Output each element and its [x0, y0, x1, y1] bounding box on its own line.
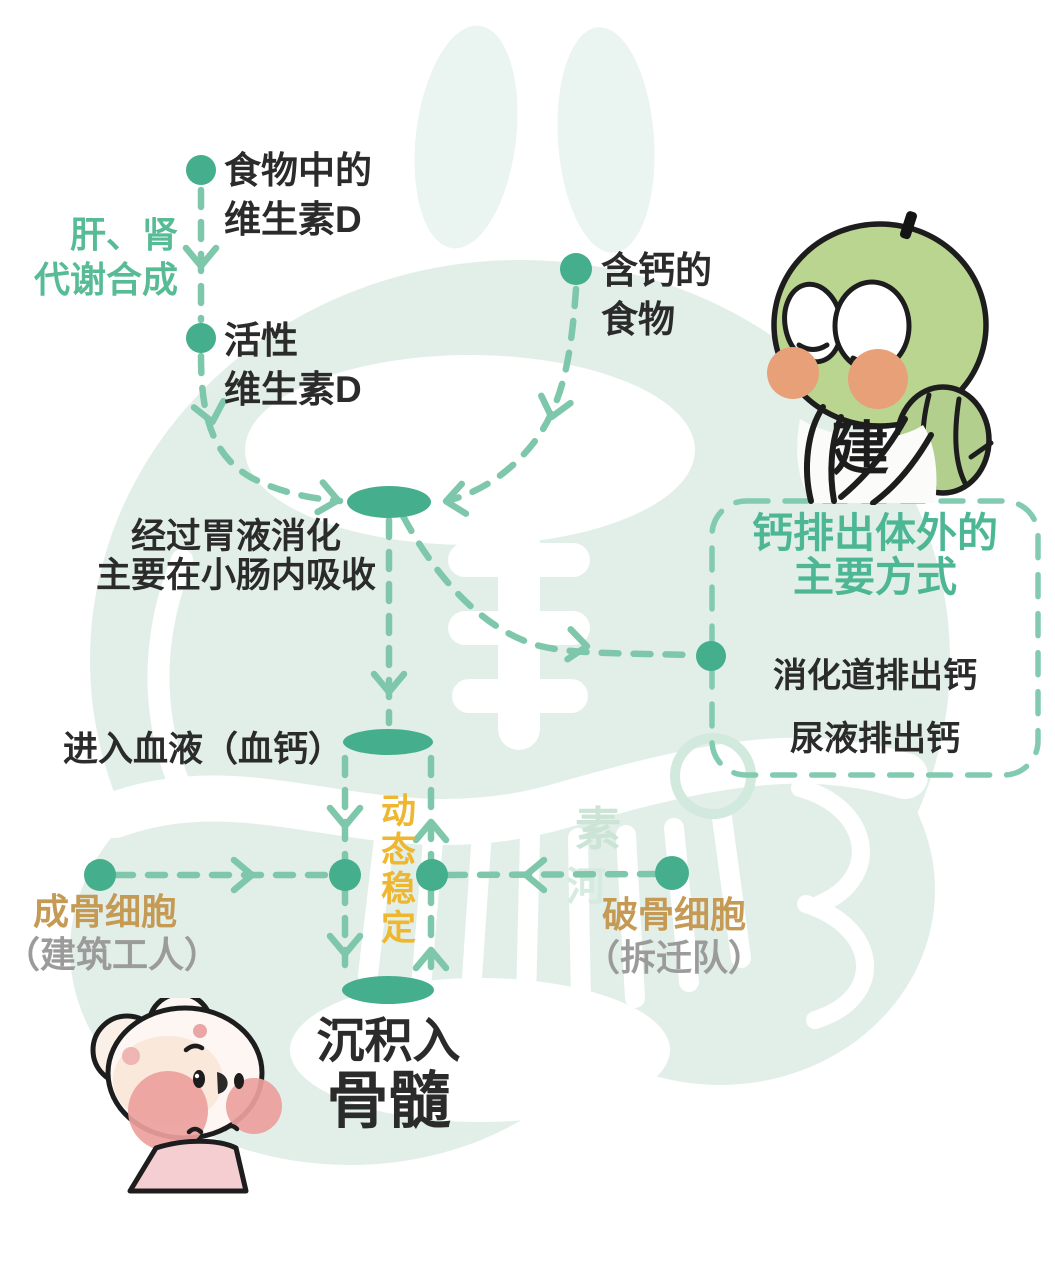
connector-gut-to-excretion: [399, 512, 696, 659]
rabbit-eye-right: [234, 1073, 244, 1089]
osteoclast-name: 破骨细胞: [601, 894, 746, 935]
osteoclast-alias: （拆迁队）: [583, 937, 764, 978]
digestion-line1: 经过胃液消化: [130, 517, 341, 556]
excretion-box-title: 钙排出体外的 主要方式: [712, 511, 1038, 599]
turtle-sprout: [899, 211, 917, 240]
osteoblast-label: 成骨细胞 （建筑工人）: [4, 890, 221, 976]
osteoblast-name: 成骨细胞: [32, 891, 177, 932]
dot-osteoclast: [655, 856, 689, 890]
dynamic-balance-label: 动态稳定: [376, 792, 415, 948]
turtle-chest-character: 建: [831, 417, 889, 482]
bone-deposit-line1: 沉积入: [316, 1015, 461, 1068]
excretion-box-title-line1: 钙排出体外的: [752, 510, 998, 556]
turtle-blush-right: [848, 349, 908, 409]
excretion-box-title-line2: 主要方式: [793, 554, 957, 600]
digestion-label: 经过胃液消化 主要在小肠内吸收: [76, 517, 396, 595]
digestion-line2: 主要在小肠内吸收: [95, 556, 376, 595]
dot-food-vitamin-d: [186, 155, 216, 185]
osteoblast-alias: （建筑工人）: [4, 934, 221, 975]
food-vitamin-d-line2: 维生素D: [224, 199, 362, 240]
bone-marrow-node: [342, 976, 434, 1004]
flow-arrowheads: [182, 244, 591, 972]
bone-deposit-label: 沉积入 骨髓: [266, 1015, 511, 1135]
watermark-rabbit-ear-left: [414, 25, 518, 249]
rabbit-eye-sparkle: [194, 1073, 200, 1079]
excretion-item-digestive: 消化道排出钙: [773, 657, 977, 695]
dot-balance-left: [329, 859, 361, 891]
rabbit-blush-right: [226, 1078, 282, 1134]
bullet-dots: [84, 155, 726, 891]
active-vitamin-d-label: 活性 维生素D: [224, 316, 362, 414]
excretion-item-urine: 尿液排出钙: [790, 720, 960, 758]
calcium-food-label: 含钙的 食物: [601, 246, 712, 344]
rabbit-eyebrow: [183, 1043, 205, 1053]
dot-excretion-box: [696, 641, 726, 671]
turtle-mascot: 建: [767, 211, 994, 505]
dot-calcium-food: [560, 253, 592, 285]
process-nodes: [342, 486, 434, 1004]
rabbit-ear-dot: [193, 1024, 207, 1038]
rabbit-body: [127, 1138, 249, 1194]
calcium-food-line2: 食物: [601, 299, 675, 340]
food-vitamin-d-line1: 食物中的: [224, 150, 372, 191]
connector-active-to-gut: [197, 352, 344, 505]
connector-osteoclast-line: [444, 870, 660, 879]
blood-calcium-label: 进入血液（血钙）: [63, 730, 344, 769]
calcium-food-line1: 含钙的: [601, 250, 712, 291]
liver-kidney-line1: 肝、肾: [69, 214, 178, 255]
osteoclast-label: 破骨细胞 （拆迁队）: [570, 893, 778, 979]
liver-kidney-label: 肝、肾 代谢合成: [26, 212, 178, 302]
rabbit-eye-left: [193, 1070, 205, 1088]
dot-osteoblast: [84, 859, 116, 891]
liver-kidney-line2: 代谢合成: [33, 259, 178, 300]
turtle-arms: [804, 404, 934, 505]
gut-absorption-node: [347, 486, 431, 518]
rabbit-hands: [186, 1123, 240, 1135]
watermark-character-1: 素: [575, 803, 621, 855]
active-vitamin-d-line2: 维生素D: [224, 369, 362, 410]
food-vitamin-d-label: 食物中的 维生素D: [224, 146, 372, 244]
bone-deposit-line2: 骨髓: [326, 1067, 451, 1136]
dot-balance-right: [416, 859, 448, 891]
rabbit-ear-spot: [122, 1047, 140, 1065]
blood-calcium-node: [343, 729, 433, 755]
watermark-rabbit-ear-right: [557, 27, 655, 253]
rabbit-mouth: [217, 1072, 228, 1094]
rabbit-mascot: [90, 998, 282, 1194]
active-vitamin-d-line1: 活性: [224, 320, 298, 361]
turtle-blush-left: [767, 347, 819, 399]
dot-active-vitamin-d: [186, 323, 216, 353]
